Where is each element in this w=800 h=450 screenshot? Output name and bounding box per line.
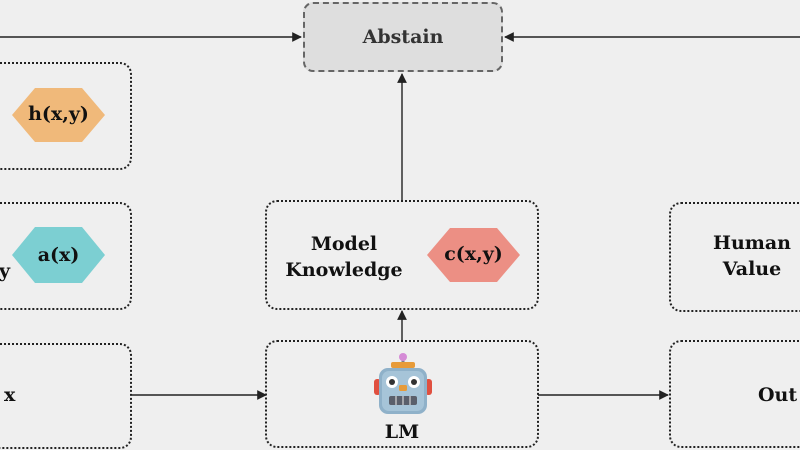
abstain-label: Abstain	[362, 26, 444, 48]
human-value-line2: Value	[722, 257, 782, 280]
robot-icon	[374, 353, 432, 414]
lm-box	[265, 340, 539, 448]
human-value-line1: Human	[713, 232, 791, 254]
left-top-box	[0, 62, 132, 170]
output-box	[669, 340, 800, 448]
input-label: x	[4, 384, 16, 406]
model-knowledge-line2: Knowledge	[285, 258, 403, 281]
partial-left-label: y	[0, 260, 11, 282]
output-label: Out	[758, 384, 798, 406]
human-value-label: Human Value	[704, 231, 800, 282]
model-knowledge-label: Model Knowledge	[278, 232, 410, 283]
h-label: h(x,y)	[28, 103, 89, 125]
h-diamond	[12, 88, 105, 142]
a-diamond	[12, 227, 105, 283]
a-label: a(x)	[37, 244, 80, 266]
human-value-box	[669, 202, 800, 312]
left-middle-box	[0, 202, 132, 310]
model-knowledge-box	[265, 200, 539, 310]
c-label: c(x,y)	[444, 243, 503, 265]
lm-label: LM	[384, 421, 420, 443]
abstain-node: Abstain	[303, 2, 503, 72]
input-box	[0, 343, 132, 449]
c-diamond	[427, 228, 520, 282]
model-knowledge-line1: Model	[310, 233, 378, 255]
